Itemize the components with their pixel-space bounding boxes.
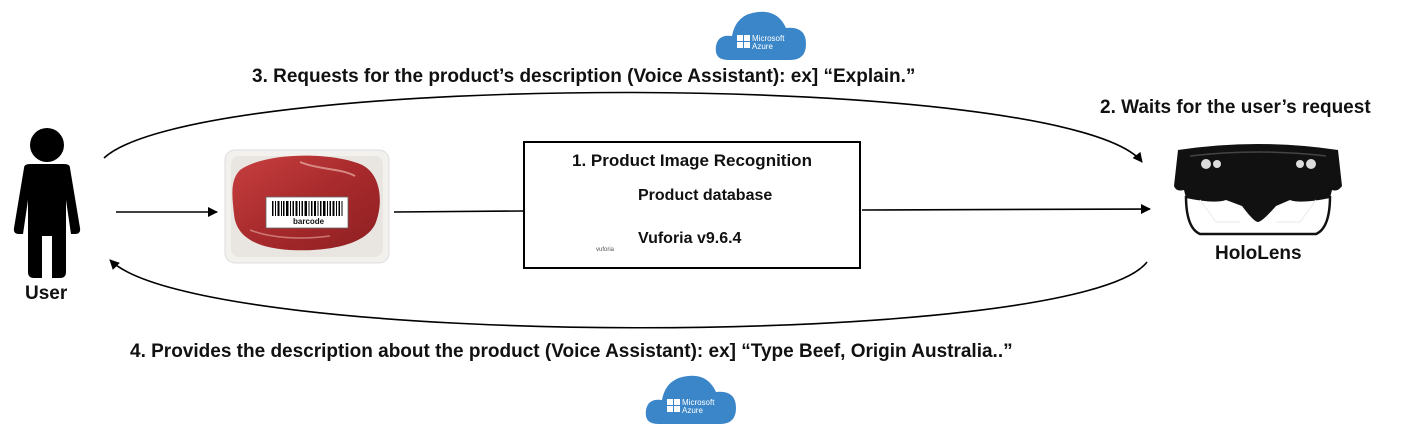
- hololens-label: HoloLens: [1215, 243, 1302, 264]
- request-arrow: [103, 91, 1143, 163]
- azure-text-azure: Azure: [682, 406, 703, 415]
- azure-cloud-icon-top: [715, 11, 806, 61]
- azure-text-microsoft: Microsoft: [682, 398, 715, 407]
- step4-label: 4. Provides the description about the pr…: [130, 341, 1013, 362]
- azure-text-azure: Azure: [752, 42, 773, 51]
- product-database-label: Product database: [638, 187, 773, 204]
- recognition-box-title: 1. Product Image Recognition: [572, 151, 812, 170]
- barcode-bars: [272, 201, 343, 216]
- response-arrow: [109, 259, 1148, 329]
- product-to-recognition-line: [393, 210, 524, 213]
- azure-logo-text-top: Microsoft Azure: [752, 35, 784, 51]
- azure-text-microsoft: Microsoft: [752, 34, 785, 43]
- hololens-icon: [1174, 144, 1342, 236]
- recognition-box: 1. Product Image Recognition Product dat…: [523, 141, 861, 269]
- azure-logo-text-bottom: Microsoft Azure: [682, 399, 714, 415]
- azure-cloud-icon-bottom: [645, 375, 736, 424]
- user-icon: [13, 128, 81, 278]
- meat-tray-icon: [224, 149, 390, 264]
- vuforia-version-label: Vuforia v9.6.4: [638, 230, 742, 247]
- vuforia-logo-text: vuforia: [596, 247, 615, 253]
- user-label: User: [25, 283, 68, 304]
- recognition-to-hololens-arrow: [861, 204, 1151, 215]
- step3-label: 3. Requests for the product’s descriptio…: [252, 66, 916, 87]
- barcode-label: barcode: [293, 217, 325, 226]
- step2-label: 2. Waits for the user’s request: [1100, 97, 1371, 118]
